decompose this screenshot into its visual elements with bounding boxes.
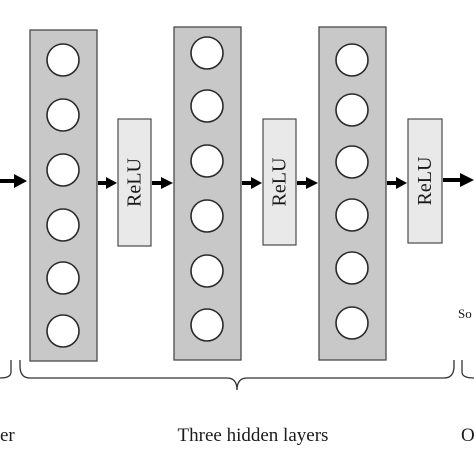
neuron xyxy=(46,43,80,77)
neuron xyxy=(46,208,80,242)
neuron xyxy=(190,89,224,123)
relu-label: ReLU xyxy=(269,157,291,206)
neuron xyxy=(46,153,80,187)
neuron xyxy=(335,251,369,285)
relu-label: ReLU xyxy=(124,158,146,207)
hidden-layer-3 xyxy=(318,26,387,361)
arrow-relu1-to-hidden2 xyxy=(152,177,173,189)
arrow-relu2-to-hidden3 xyxy=(297,177,318,189)
relu-block-1: ReLU xyxy=(117,118,152,247)
relu-block-3: ReLU xyxy=(407,118,443,244)
neuron xyxy=(190,36,224,70)
relu-label: ReLU xyxy=(414,156,436,205)
hidden-layer-2 xyxy=(173,26,242,361)
neuron xyxy=(335,145,369,179)
arrow-relu3-to-output xyxy=(443,173,474,187)
hidden-layer-1 xyxy=(29,29,98,362)
arrow-hidden2-to-relu2 xyxy=(242,177,262,189)
relu-block-2: ReLU xyxy=(262,118,297,246)
neuron xyxy=(190,199,224,233)
input-layer-caption: er xyxy=(0,425,15,446)
arrow-hidden1-to-relu1 xyxy=(98,177,117,189)
output-layer-brace xyxy=(461,360,474,379)
neuron xyxy=(190,254,224,288)
neuron xyxy=(335,306,369,340)
arrow-input-to-hidden1 xyxy=(0,174,27,188)
neuron xyxy=(46,314,80,348)
neuron xyxy=(46,98,80,132)
hidden-layers-brace xyxy=(19,360,455,391)
neuron xyxy=(46,261,80,295)
input-layer-brace xyxy=(0,360,12,379)
output-layer-caption: O xyxy=(461,425,474,446)
output-side-label: So xyxy=(458,306,472,321)
hidden-layers-caption: Three hidden layers xyxy=(178,425,329,446)
arrow-hidden3-to-relu3 xyxy=(387,177,407,189)
neuron xyxy=(190,144,224,178)
neuron xyxy=(335,198,369,232)
neuron xyxy=(190,308,224,342)
neuron xyxy=(335,93,369,127)
neuron xyxy=(335,43,369,77)
